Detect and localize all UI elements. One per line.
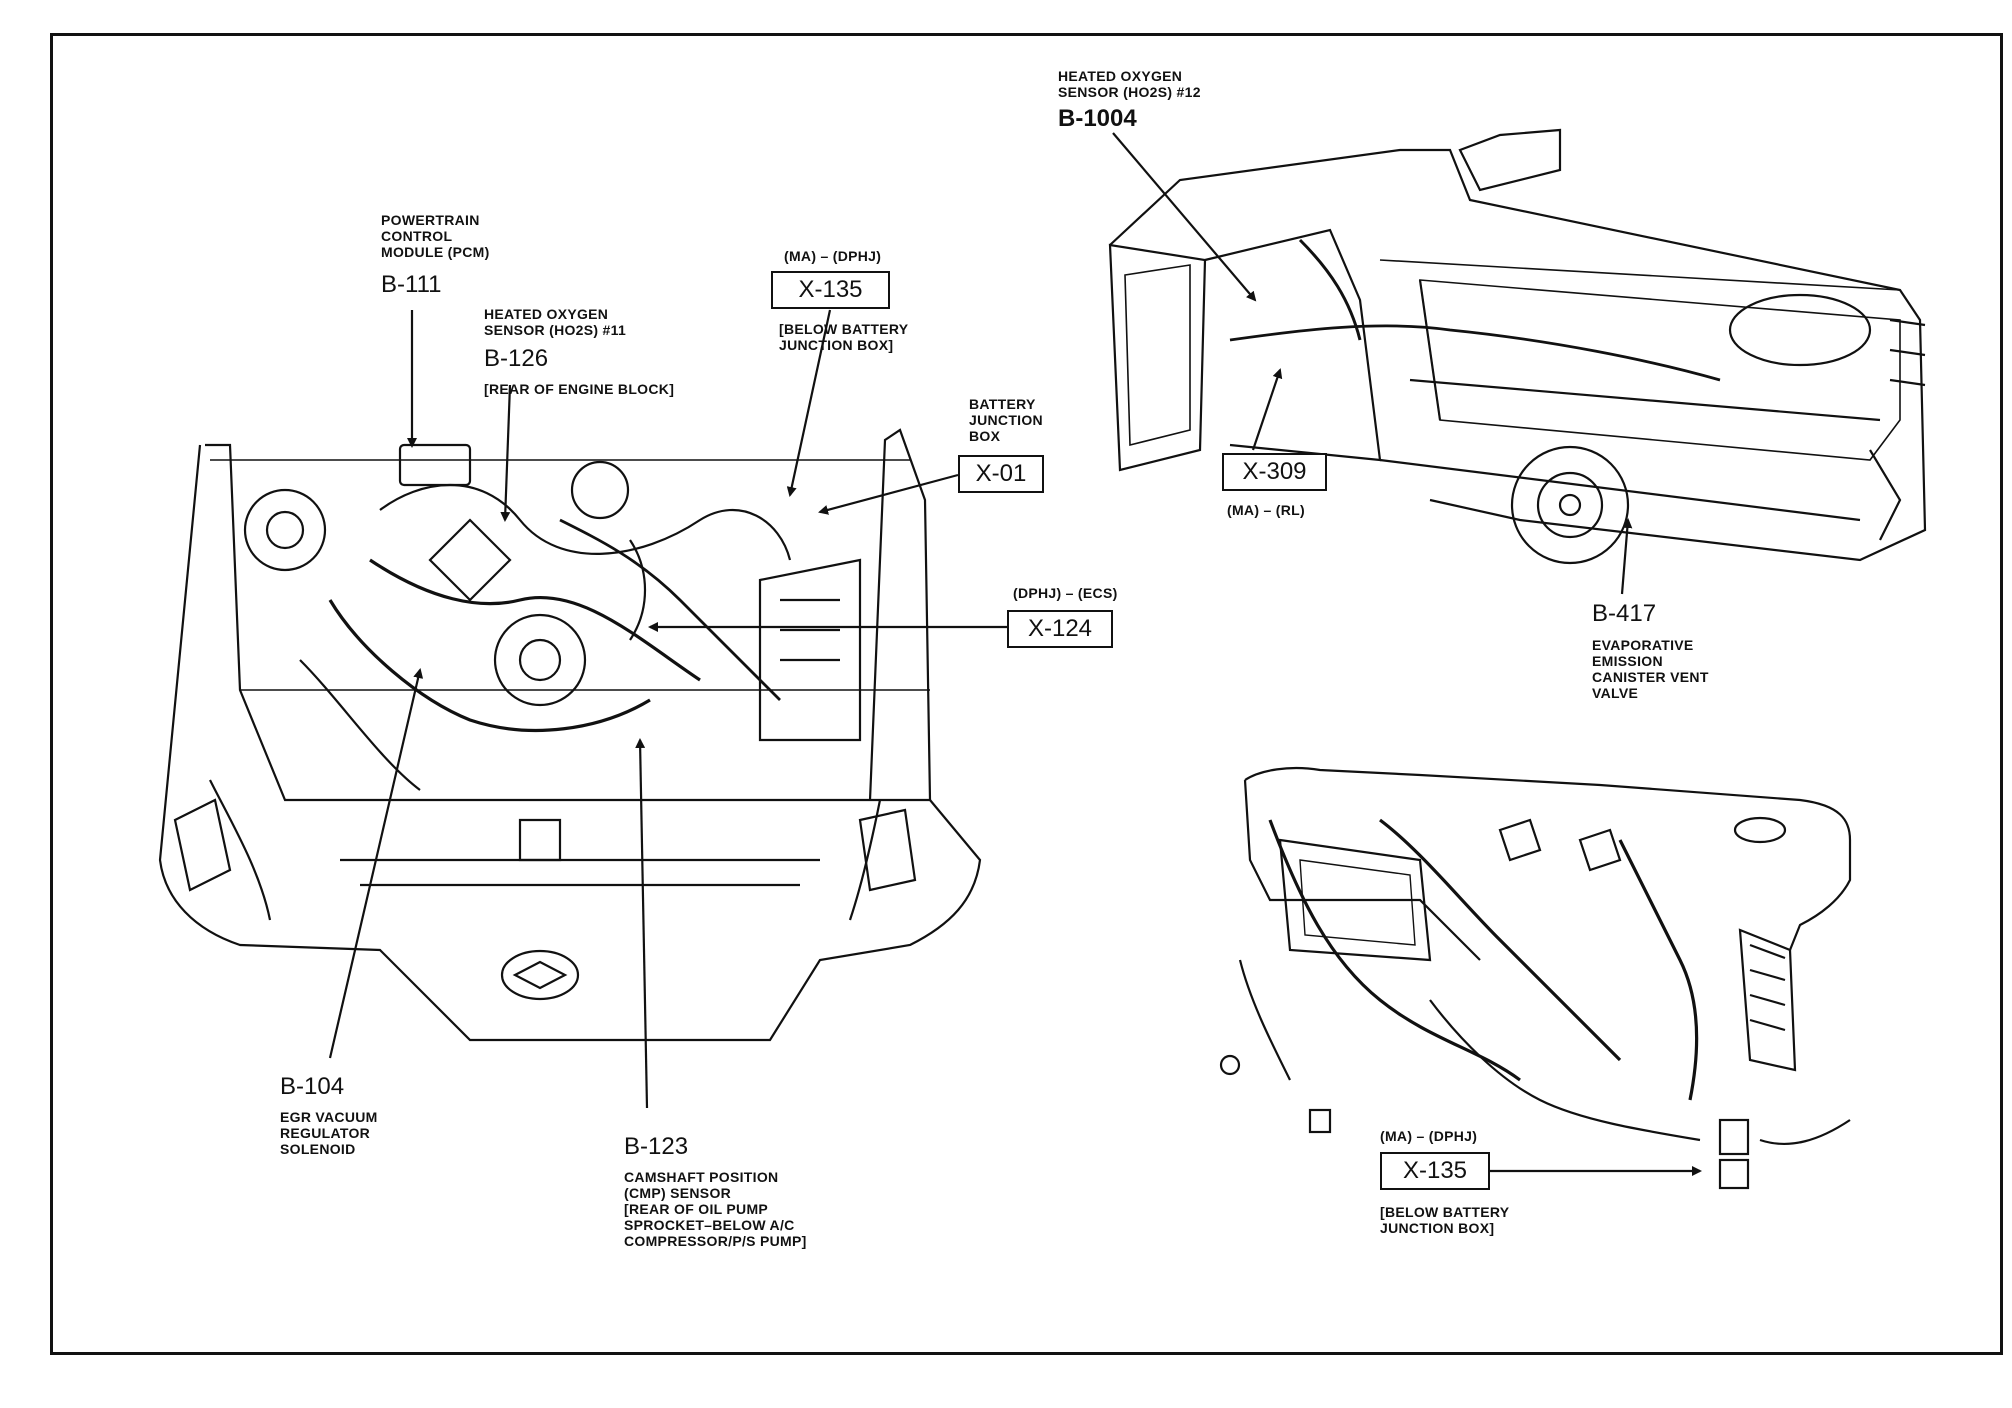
x135-dash-location: [BELOW BATTERY JUNCTION BOX] xyxy=(1380,1204,1510,1236)
egr-description: EGR VACUUM REGULATOR SOLENOID xyxy=(280,1109,378,1157)
x135-engine-location: [BELOW BATTERY JUNCTION BOX] xyxy=(779,321,909,353)
x135-engine-condition: (MA) – (DPHJ) xyxy=(784,248,882,264)
leader-b-1004 xyxy=(1112,132,1257,302)
x135-dash-box: X-135 xyxy=(1380,1152,1490,1190)
evap-connector-id: B-417 xyxy=(1592,600,1657,627)
cmp-description: CAMSHAFT POSITION (CMP) SENSOR [REAR OF … xyxy=(624,1169,807,1249)
ho2s12-description: HEATED OXYGEN SENSOR (HO2S) #12 xyxy=(1058,68,1201,100)
leader-b-123 xyxy=(635,738,649,1109)
evap-description: EVAPORATIVE EMISSION CANISTER VENT VALVE xyxy=(1592,637,1709,701)
x135-dash-condition: (MA) – (DPHJ) xyxy=(1380,1128,1478,1144)
x135-engine-box: X-135 xyxy=(771,271,890,309)
pcm-connector-id: B-111 xyxy=(381,271,442,298)
ho2s12-connector-id: B-1004 xyxy=(1058,105,1137,132)
leader-b-126 xyxy=(500,384,512,522)
leader-b-104 xyxy=(328,668,424,1059)
x309-condition: (MA) – (RL) xyxy=(1227,502,1305,518)
egr-connector-id: B-104 xyxy=(280,1073,345,1100)
leader-x-01 xyxy=(818,473,959,515)
callout-leaders xyxy=(328,132,1702,1176)
x01-box: X-01 xyxy=(958,455,1044,493)
leader-x-135-engine xyxy=(786,309,832,497)
x124-box: X-124 xyxy=(1007,610,1113,648)
battery-junction-box-description: BATTERY JUNCTION BOX xyxy=(969,396,1043,444)
x309-box: X-309 xyxy=(1222,453,1327,491)
pcm-description: POWERTRAIN CONTROL MODULE (PCM) xyxy=(381,212,490,260)
cmp-connector-id: B-123 xyxy=(624,1133,689,1160)
engine-bay-illustration xyxy=(158,428,982,1042)
x124-condition: (DPHJ) – (ECS) xyxy=(1013,585,1118,601)
ho2s11-connector-id: B-126 xyxy=(484,345,549,372)
leader-b-417 xyxy=(1620,518,1633,595)
pickup-truck-illustration xyxy=(1108,128,1927,565)
instrument-panel-harness-illustration xyxy=(1219,766,1852,1190)
ho2s11-location: [REAR OF ENGINE BLOCK] xyxy=(484,381,675,397)
ho2s11-description: HEATED OXYGEN SENSOR (HO2S) #11 xyxy=(484,306,627,338)
leader-x-309 xyxy=(1251,368,1283,451)
diagram-frame xyxy=(50,33,2003,1355)
